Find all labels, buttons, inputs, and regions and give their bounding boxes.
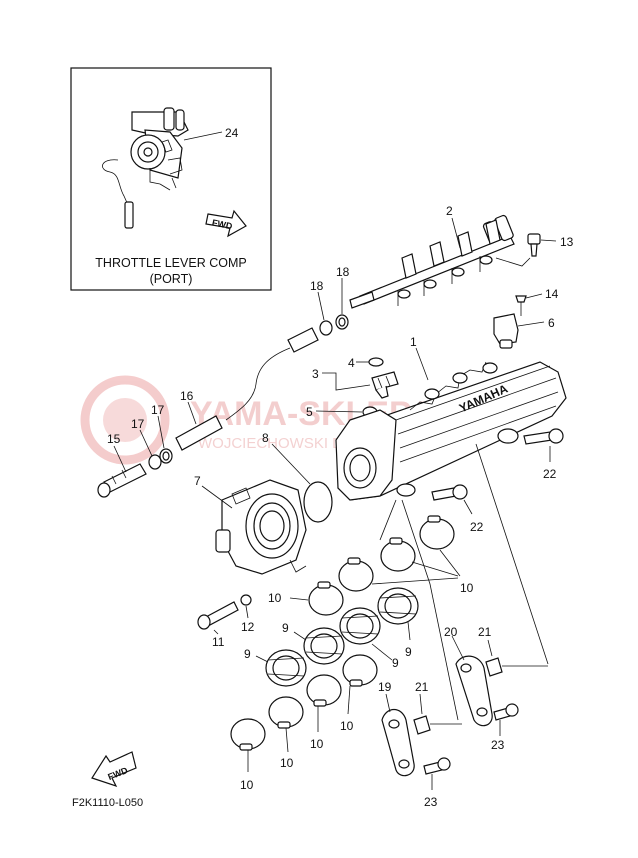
washer-17-part[interactable] [148,448,173,470]
callout-10e: 10 [280,756,294,770]
callout-10b: 10 [268,591,282,605]
callout-18b: 18 [336,265,350,279]
intake-manifold-part[interactable]: YAMAHA [335,361,567,501]
callout-23a: 23 [491,738,505,752]
throttle-lever-inset: 24 FWD THROTTLE LEVER COMP (PORT) [70,67,272,291]
callout-17b: 17 [151,403,165,417]
callout-7: 7 [194,474,201,488]
callout-17a: 17 [131,417,145,431]
callout-22b: 22 [470,520,484,534]
callout-16: 16 [180,389,194,403]
callout-5: 5 [306,405,313,419]
o-ring-18-part[interactable] [319,314,349,336]
callout-14: 14 [545,287,559,301]
callout-9a: 9 [405,645,412,659]
callout-10c: 10 [340,719,354,733]
sensor-6-part[interactable] [493,313,519,349]
fwd-arrow-icon: FWD [91,751,137,788]
fitting-15-part[interactable] [97,463,147,498]
callout-21b: 21 [415,680,429,694]
callout-22a: 22 [543,467,557,481]
gasket-8-part[interactable] [303,481,333,523]
callout-18a: 18 [310,279,324,293]
watermark-logo-icon [80,375,170,465]
svg-text:FWD: FWD [211,217,234,231]
washer-12-part[interactable] [240,594,252,606]
diagram-code: F2K1110-L050 [72,797,143,809]
bolt-23b-part[interactable] [423,757,451,775]
callout-8: 8 [262,431,269,445]
clamp-10-part[interactable] [230,515,455,751]
bolt-13-part[interactable] [527,233,541,257]
rubber-joint-9-part[interactable] [265,587,419,687]
callout-12: 12 [241,620,255,634]
callout-6: 6 [548,316,555,330]
plate-19-part[interactable] [381,708,415,777]
callout-10d: 10 [310,737,324,751]
throttle-body-7-part[interactable] [215,479,307,575]
callout-19: 19 [378,680,392,694]
clamps-10-group [230,515,455,751]
o-ring-4-part[interactable] [368,357,384,367]
callout-9d: 9 [244,647,251,661]
bolt-11-part[interactable] [197,601,239,630]
callout-3: 3 [312,367,319,381]
fitting-21b-part[interactable] [413,715,431,735]
callout-1: 1 [410,335,417,349]
plate-20-part[interactable] [455,655,493,727]
callout-10f: 10 [240,778,254,792]
injector-3-part[interactable] [371,371,399,399]
bolt-23a-part[interactable] [493,703,519,721]
callout-9b: 9 [392,656,399,670]
rubber-joints-9-group [265,587,419,687]
fuel-hose-part[interactable] [175,327,319,451]
screw-14-part[interactable] [515,295,527,316]
fuel-rail-part[interactable] [349,214,531,309]
callout-23b: 23 [424,795,438,809]
callout-4: 4 [348,356,355,370]
throttle-lever-comp-part[interactable] [102,107,189,229]
callout-24: 24 [225,126,239,140]
inset-caption-line2: (PORT) [150,272,193,286]
inset-fwd-arrow-icon: FWD [205,209,247,238]
bolt-22b-part[interactable] [431,484,468,501]
callout-15: 15 [107,432,121,446]
callout-10a: 10 [460,581,474,595]
fitting-21a-part[interactable] [485,657,503,677]
callout-9c: 9 [282,621,289,635]
callout-21a: 21 [478,625,492,639]
callout-2: 2 [446,204,453,218]
callout-13: 13 [560,235,574,249]
bolt-22a-part[interactable] [523,428,564,445]
callout-11: 11 [212,635,225,649]
inset-caption-line1: THROTTLE LEVER COMP [95,256,246,270]
callout-20: 20 [444,625,458,639]
